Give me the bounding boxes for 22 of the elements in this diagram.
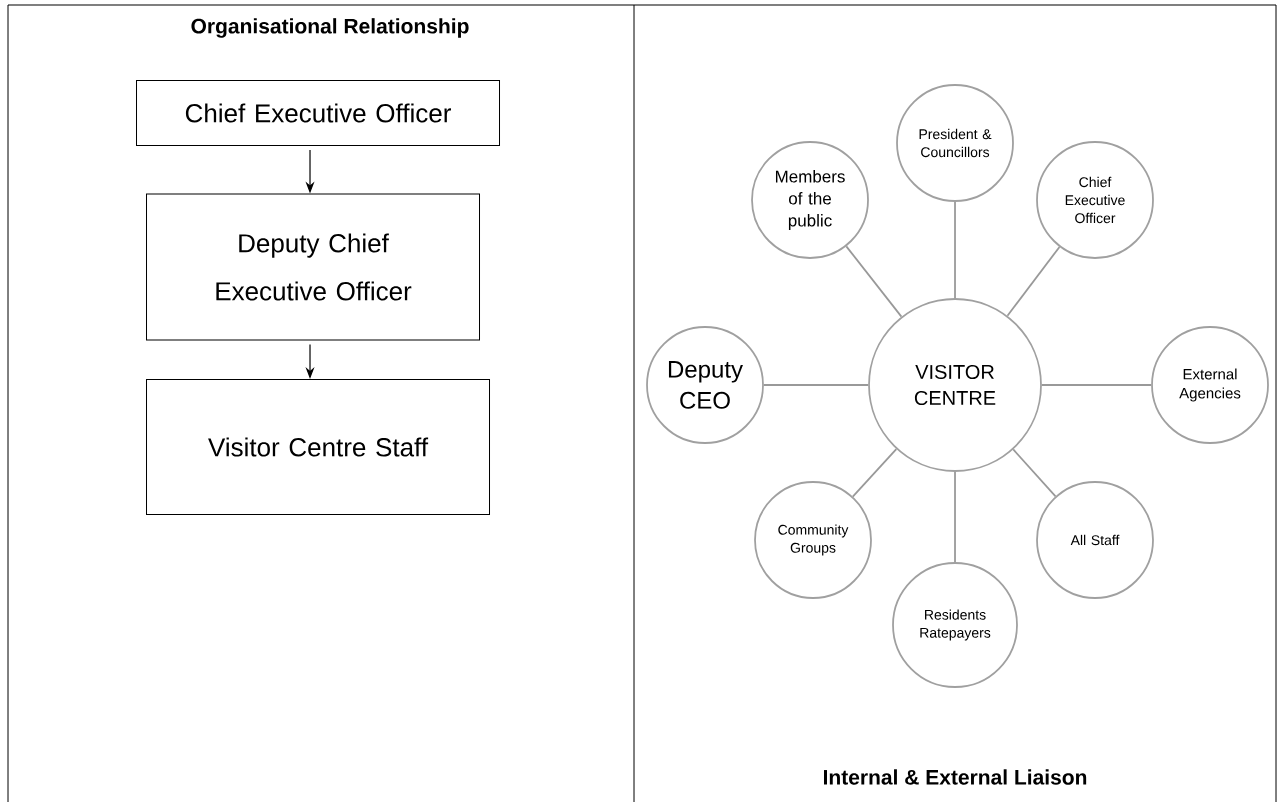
- connector-line: [954, 201, 956, 299]
- process-box: Visitor Centre Staff: [146, 379, 490, 515]
- connector-line: [1041, 384, 1152, 386]
- connector-line: [763, 384, 869, 386]
- process-box: Deputy Chief Executive Officer: [146, 193, 480, 341]
- circle-node: Chief Executive Officer: [1036, 141, 1154, 259]
- circle-node: Members of the public: [751, 141, 869, 259]
- circle-node: Residents Ratepayers: [892, 562, 1018, 688]
- connector-line: [845, 245, 903, 318]
- circle-node: External Agencies: [1151, 326, 1269, 444]
- connector-line: [954, 471, 956, 563]
- heading: Organisational Relationship: [191, 18, 469, 38]
- circle-node: Community Groups: [754, 481, 872, 599]
- circle-node: Deputy CEO: [646, 326, 764, 444]
- connector-line: [1006, 246, 1061, 317]
- circle-node: VISITOR CENTRE: [868, 298, 1042, 472]
- circle-node: President & Councillors: [896, 84, 1014, 202]
- connector-line: [851, 448, 898, 498]
- process-box: Chief Executive Officer: [136, 80, 500, 146]
- circle-node: All Staff: [1036, 481, 1154, 599]
- connector-line: [1012, 448, 1057, 498]
- heading: Internal & External Liaison: [823, 769, 1087, 785]
